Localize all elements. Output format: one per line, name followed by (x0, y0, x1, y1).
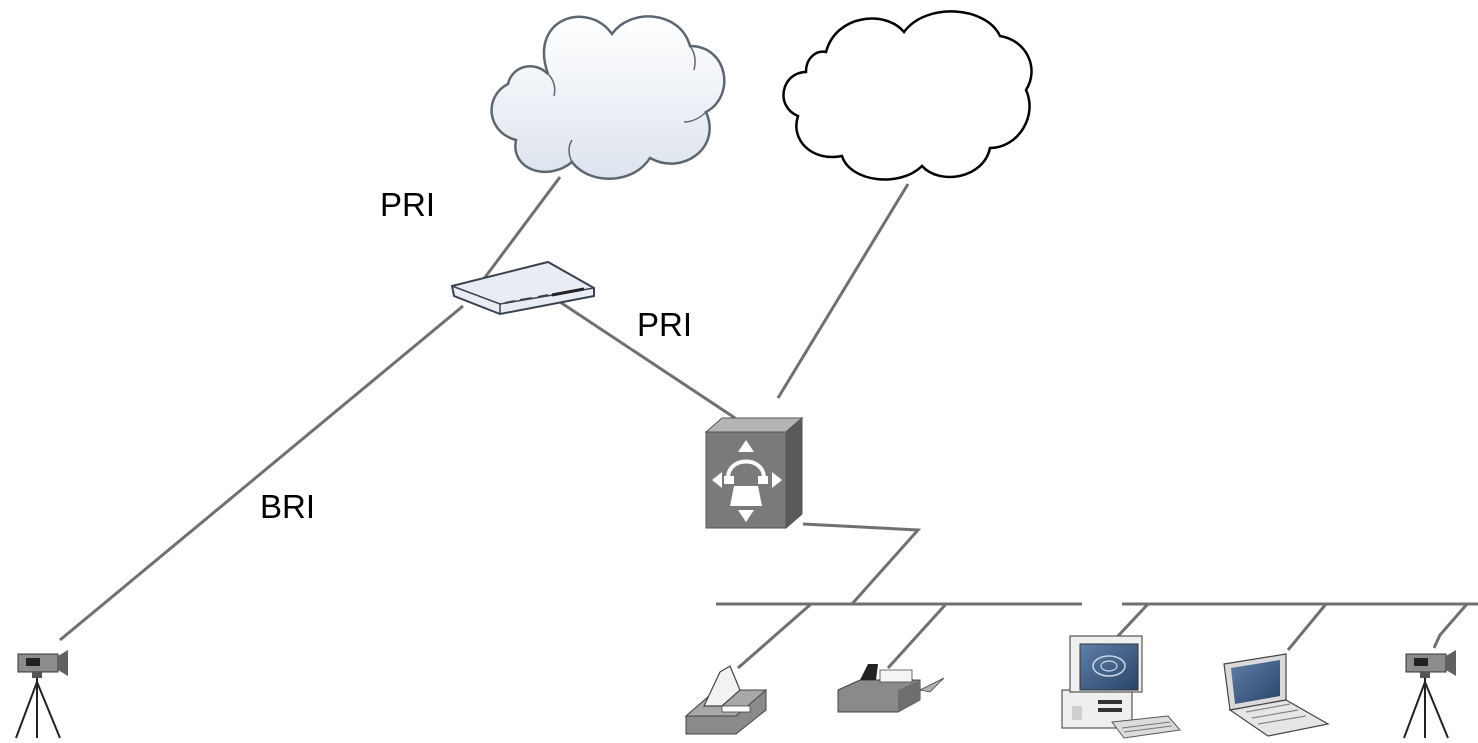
fax-machine-icon (837, 664, 945, 713)
telephone-icon (684, 665, 768, 735)
router-icon (450, 260, 595, 316)
label-bri: BRI (260, 488, 315, 525)
drop-telephone (737, 602, 812, 670)
link-cloud-to-router (481, 176, 562, 281)
drop-desktop (1116, 602, 1150, 638)
pbx-switch-icon (704, 416, 804, 530)
link-cloud2-to-pbx (776, 183, 910, 399)
link-pbx-to-lan (802, 522, 922, 605)
cloud-icon (490, 15, 726, 180)
video-camera-icon (1403, 650, 1456, 739)
drop-laptop (1286, 603, 1328, 651)
drop-camera-right (1432, 603, 1469, 649)
label-pri-cloud: PRI (380, 186, 435, 223)
label-pri-pbx: PRI (637, 306, 692, 343)
laptop-icon (1223, 653, 1330, 737)
connection-lines (59, 176, 1478, 670)
drop-fax (886, 602, 948, 670)
cloud-outline-icon (782, 10, 1033, 181)
link-router-to-pbx (559, 300, 736, 420)
link-router-to-camera (59, 304, 464, 642)
video-camera-icon (15, 650, 68, 739)
desktop-computer-icon (1061, 635, 1181, 739)
